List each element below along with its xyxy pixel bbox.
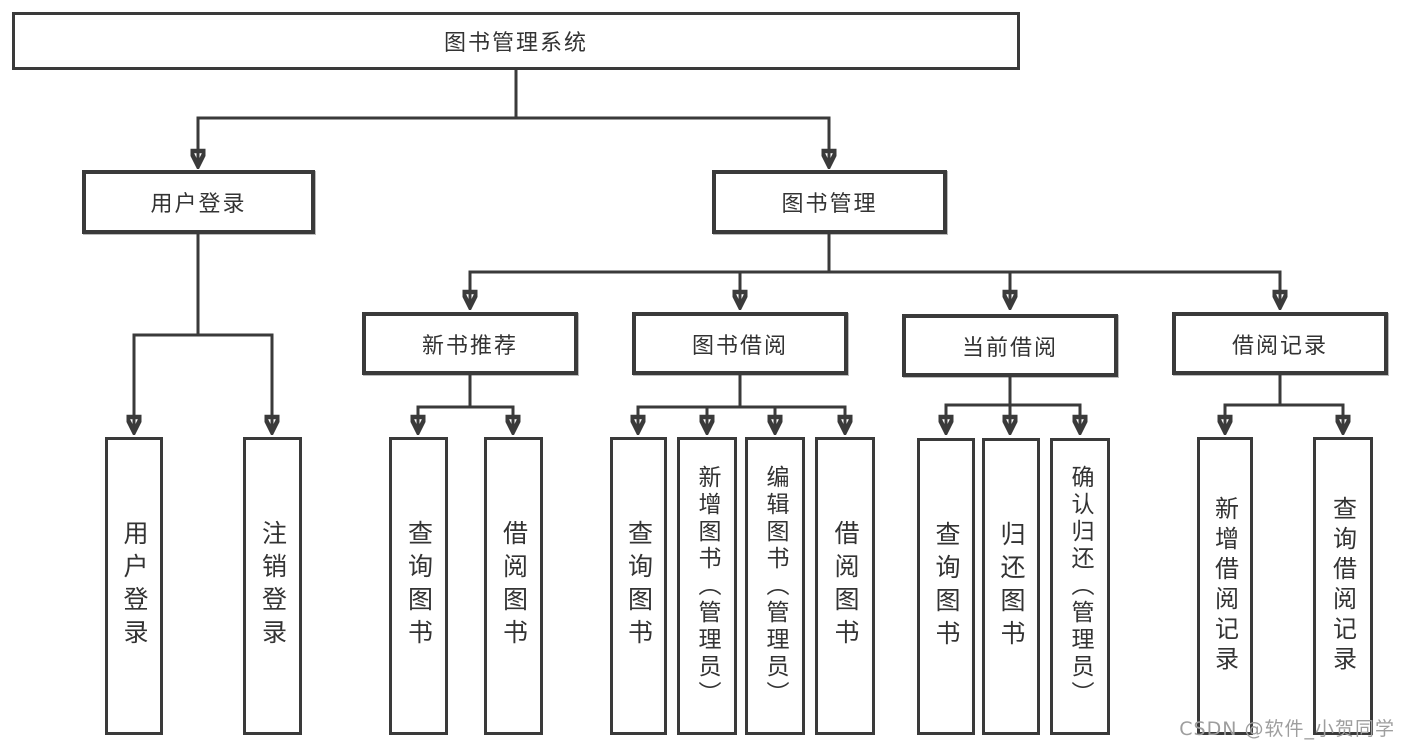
- connector: [470, 234, 831, 304]
- node-user-login: 用户登录: [82, 170, 315, 234]
- connector: [418, 375, 472, 429]
- node-book-management-label: 图书管理: [781, 192, 878, 217]
- node-book-management: 图书管理: [712, 170, 947, 234]
- connector: [638, 375, 742, 429]
- connector: [1225, 375, 1282, 429]
- connector: [134, 234, 200, 429]
- node-root: 图书管理系统: [12, 12, 1020, 70]
- connector: [740, 405, 845, 429]
- node-book-borrow-label: 图书借阅: [691, 333, 788, 359]
- connector: [470, 405, 513, 429]
- leaf-query-borrow-record: 查询借阅记录: [1313, 437, 1373, 735]
- leaf-logout-label: 注销登录: [258, 520, 288, 652]
- leaf-query-books-current: 查询图书: [917, 438, 975, 735]
- node-user-login-label: 用户登录: [150, 192, 247, 217]
- leaf-borrow-books-recommend-label: 借阅图书: [499, 520, 529, 652]
- leaf-add-books-admin-label: 新增图书（管理员）: [694, 464, 720, 708]
- leaf-query-borrow-record-label: 查询借阅记录: [1328, 496, 1357, 676]
- node-borrow-records: 借阅记录: [1172, 312, 1388, 375]
- watermark: CSDN @软件_小贺同学: [1179, 718, 1395, 740]
- node-borrow-records-label: 借阅记录: [1231, 333, 1328, 359]
- connector: [740, 270, 829, 304]
- leaf-borrow-books-label: 借阅图书: [831, 520, 860, 652]
- leaf-user-login-label: 用户登录: [120, 520, 149, 652]
- leaf-edit-books-admin: 编辑图书（管理员）: [745, 437, 805, 735]
- leaf-query-books-recommend-label: 查询图书: [404, 520, 434, 652]
- leaf-query-books-recommend: 查询图书: [389, 437, 448, 735]
- leaf-query-books-borrow: 查询图书: [610, 437, 667, 735]
- node-current-borrow-label: 当前借阅: [961, 335, 1058, 361]
- node-current-borrow: 当前借阅: [902, 314, 1118, 377]
- leaf-user-login: 用户登录: [105, 437, 163, 735]
- connector: [707, 405, 740, 429]
- leaf-borrow-books-recommend: 借阅图书: [484, 437, 543, 735]
- leaf-confirm-return-admin: 确认归还（管理员）: [1050, 438, 1110, 735]
- node-new-book-recommend-label: 新书推荐: [421, 333, 518, 359]
- leaf-return-books-label: 归还图书: [997, 520, 1026, 653]
- connector: [1010, 403, 1080, 429]
- connector: [829, 270, 1280, 304]
- leaf-edit-books-admin-label: 编辑图书（管理员）: [762, 464, 788, 708]
- leaf-add-borrow-record: 新增借阅记录: [1197, 437, 1253, 735]
- leaf-query-books-current-label: 查询图书: [932, 520, 961, 653]
- connector: [516, 116, 829, 163]
- connector: [1280, 403, 1343, 429]
- connector: [198, 70, 518, 163]
- leaf-query-books-borrow-label: 查询图书: [624, 520, 654, 652]
- connector: [740, 405, 775, 429]
- leaf-borrow-books: 借阅图书: [815, 437, 875, 735]
- connector: [946, 377, 1012, 429]
- node-new-book-recommend: 新书推荐: [362, 312, 578, 375]
- connector: [829, 270, 1010, 304]
- leaf-return-books: 归还图书: [982, 438, 1040, 735]
- leaf-confirm-return-admin-label: 确认归还（管理员）: [1067, 465, 1093, 708]
- leaf-add-borrow-record-label: 新增借阅记录: [1210, 496, 1239, 676]
- node-book-borrow: 图书借阅: [632, 312, 848, 375]
- leaf-add-books-admin: 新增图书（管理员）: [677, 437, 737, 735]
- connector: [198, 333, 272, 429]
- leaf-logout: 注销登录: [243, 437, 302, 735]
- node-root-label: 图书管理系统: [443, 31, 588, 56]
